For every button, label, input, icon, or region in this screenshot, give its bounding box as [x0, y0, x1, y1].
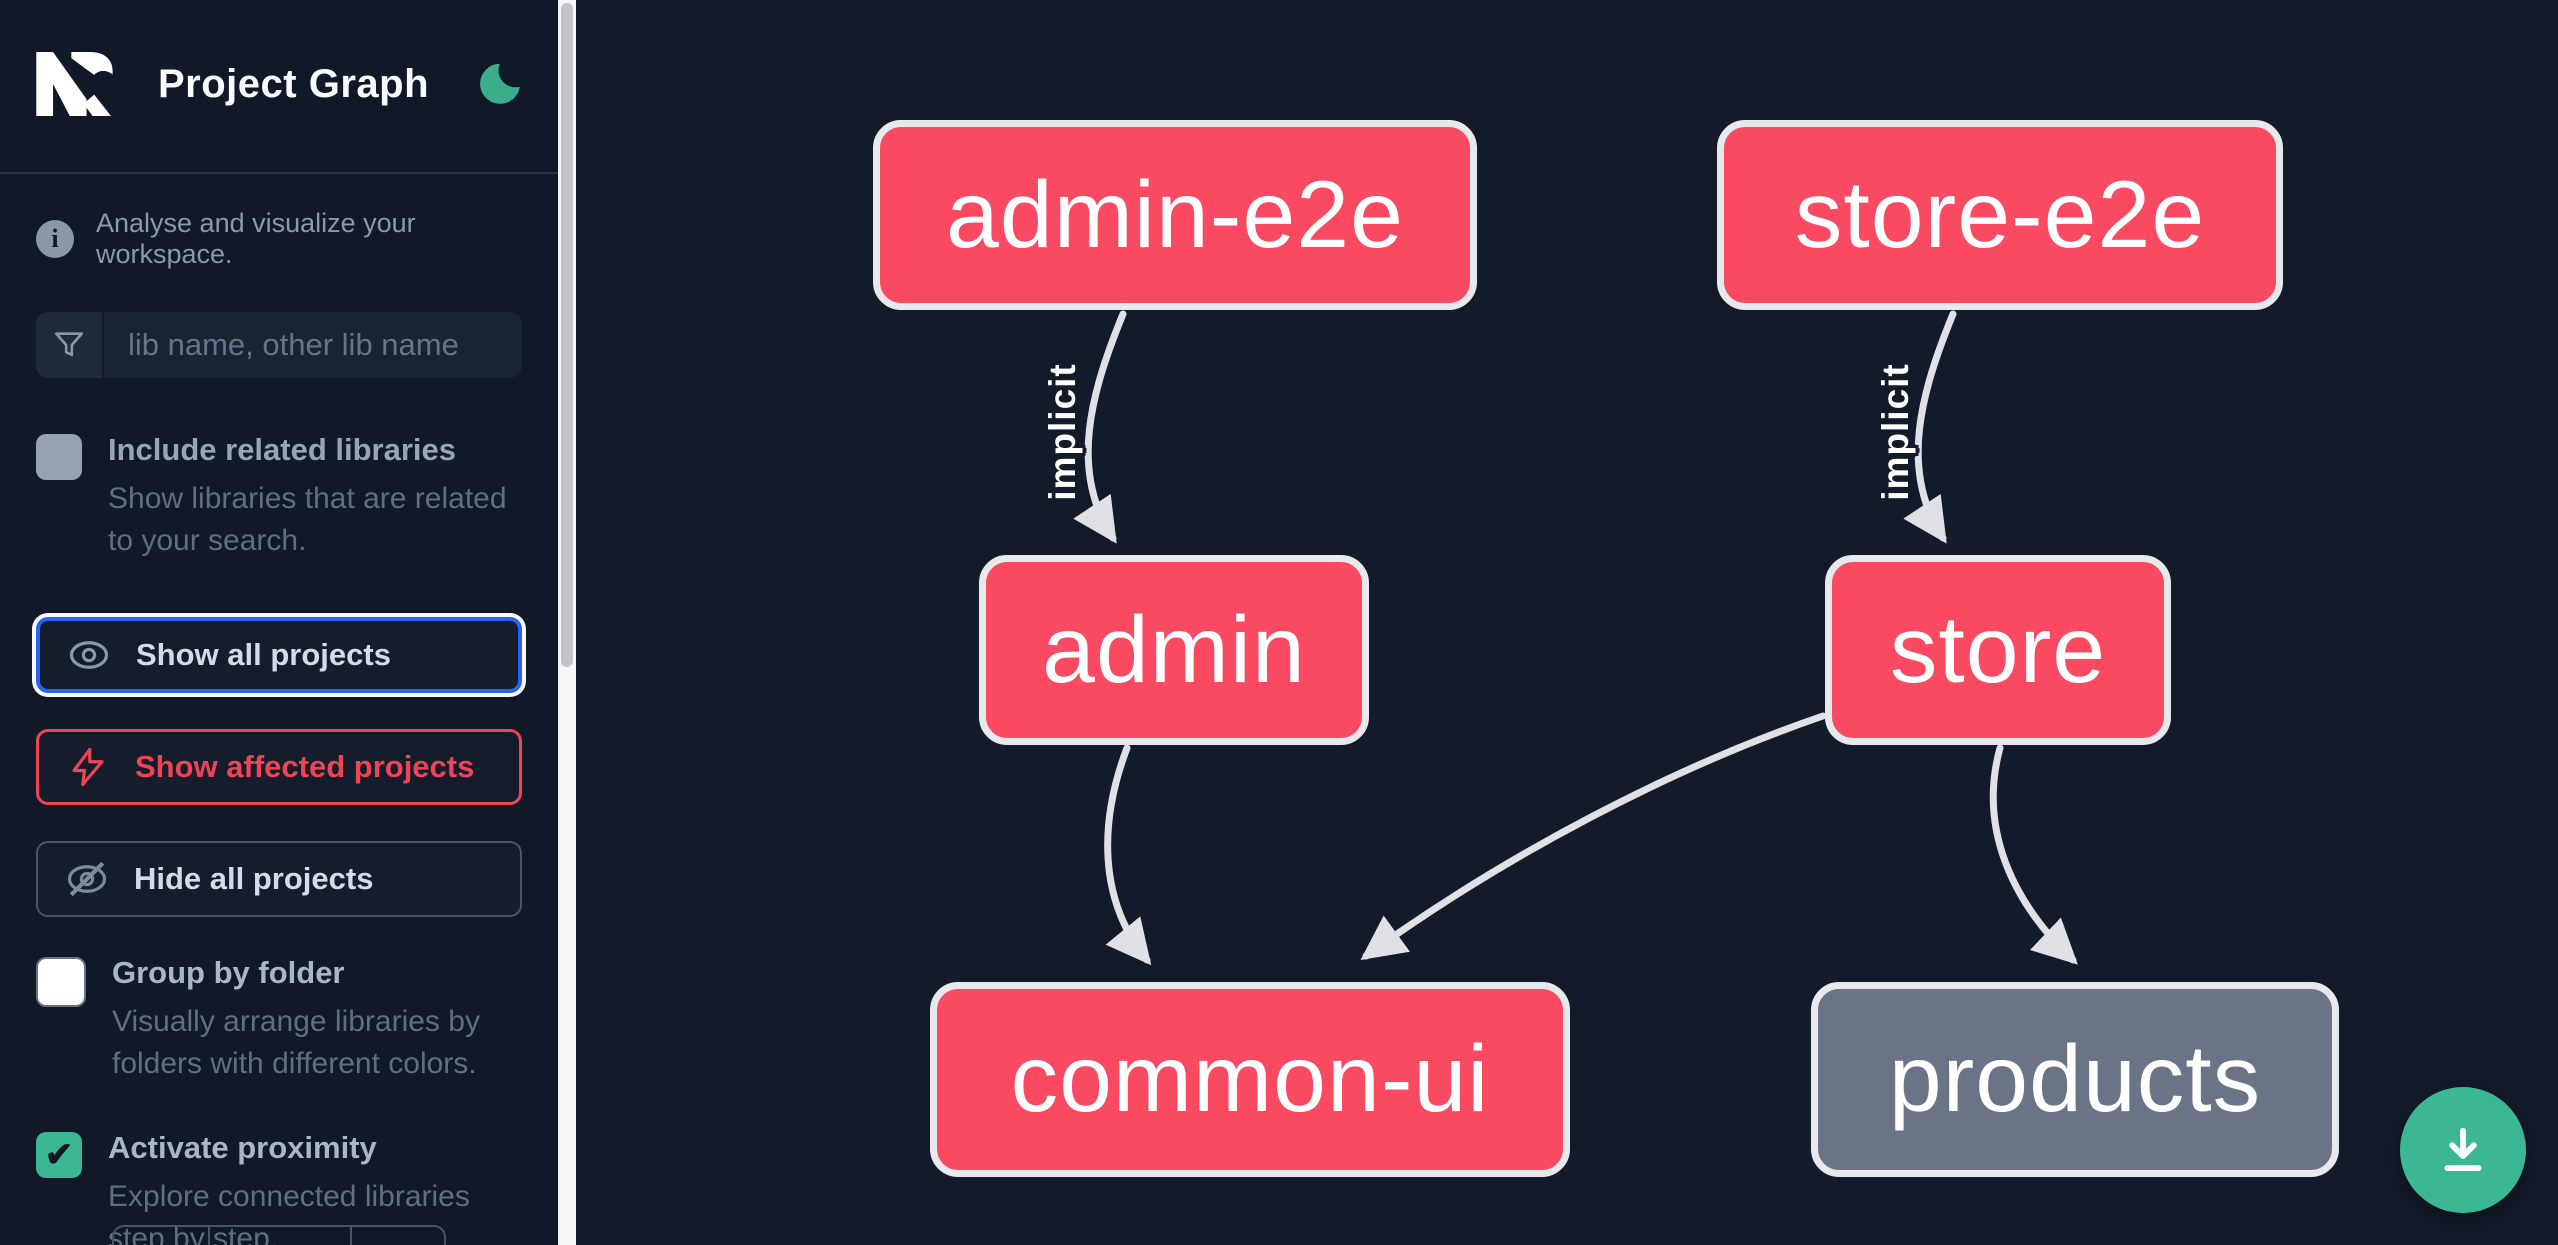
button-label: Show affected projects — [135, 749, 475, 785]
option-description: Explore connected libraries step by step… — [108, 1180, 470, 1245]
edge-store-e2e-to-store — [1903, 310, 1957, 544]
graph-node-store[interactable]: store — [1825, 555, 2171, 745]
proximity-increment-button[interactable] — [350, 1227, 444, 1245]
proximity-value — [208, 1227, 350, 1245]
node-label: store-e2e — [1794, 161, 2206, 268]
nx-logo — [36, 52, 113, 116]
edge-admin-to-common-ui — [1104, 744, 1152, 966]
graph-node-admin-e2e[interactable]: admin-e2e — [873, 120, 1477, 310]
node-label: products — [1888, 1026, 2262, 1132]
eye-icon — [69, 641, 109, 669]
node-label: admin — [1042, 596, 1306, 703]
show-all-projects-button[interactable]: Show all projects — [36, 617, 522, 694]
moon-icon — [480, 63, 520, 104]
download-icon — [2444, 1127, 2482, 1172]
node-label: admin-e2e — [946, 161, 1404, 268]
graph-node-common-ui[interactable]: common-ui — [930, 982, 1570, 1177]
edge-admin-e2e-to-admin — [1073, 310, 1127, 544]
node-label: common-ui — [1010, 1026, 1490, 1132]
project-graph-canvas[interactable]: implicit implicit admin-e2e store-e2e ad… — [576, 0, 2558, 1245]
edge-label-implicit: implicit — [1875, 363, 1916, 501]
download-graph-button[interactable] — [2400, 1087, 2526, 1213]
page-title: Project Graph — [158, 61, 430, 106]
info-icon: i — [36, 220, 74, 258]
proximity-decrement-button[interactable] — [114, 1227, 208, 1245]
option-activate-proximity[interactable]: ✔ Activate proximity Explore connected l… — [0, 1128, 558, 1245]
sidebar: Project Graph i Analyse and visualize yo… — [0, 0, 558, 1245]
scrollbar-thumb[interactable] — [561, 3, 573, 667]
checkbox-activate-proximity[interactable]: ✔ — [36, 1132, 82, 1179]
edge-store-to-common-ui — [1360, 712, 1827, 960]
option-label: Include related libraries — [108, 432, 457, 467]
graph-edges — [1073, 310, 2078, 966]
option-label: Group by folder — [112, 955, 345, 991]
search-box — [36, 312, 522, 378]
show-affected-projects-button[interactable]: Show affected projects — [36, 729, 522, 806]
theme-toggle-button[interactable] — [476, 61, 522, 107]
edge-label-implicit: implicit — [1042, 363, 1083, 501]
graph-node-products[interactable]: products — [1811, 982, 2339, 1177]
divider — [0, 172, 558, 174]
option-description: Show libraries that are related to your … — [108, 482, 507, 557]
lightning-bolt-icon — [72, 748, 104, 787]
option-label: Activate proximity — [108, 1130, 377, 1166]
option-include-related[interactable]: Include related libraries Show libraries… — [0, 430, 558, 561]
button-label: Hide all projects — [134, 861, 374, 897]
sidebar-header: Project Graph — [0, 0, 558, 116]
option-description: Visually arrange libraries by folders wi… — [112, 1005, 480, 1080]
button-label: Show all projects — [136, 637, 391, 673]
sidebar-scrollbar[interactable] — [558, 0, 576, 1245]
workspace-info: i Analyse and visualize your workspace. — [0, 174, 558, 270]
filter-icon — [36, 312, 104, 378]
graph-node-admin[interactable]: admin — [979, 555, 1369, 745]
eye-off-icon — [67, 861, 107, 897]
search-input[interactable] — [104, 312, 522, 378]
proximity-depth-control[interactable] — [112, 1225, 446, 1245]
tagline: Analyse and visualize your workspace. — [96, 208, 416, 269]
checkbox-include-related[interactable] — [36, 434, 82, 480]
option-group-by-folder[interactable]: Group by folder Visually arrange librari… — [0, 953, 558, 1084]
edge-store-to-products — [1989, 744, 2078, 965]
node-label: store — [1889, 596, 2107, 703]
graph-node-store-e2e[interactable]: store-e2e — [1717, 120, 2283, 310]
hide-all-projects-button[interactable]: Hide all projects — [36, 841, 522, 918]
checkbox-group-by-folder[interactable] — [36, 957, 86, 1008]
